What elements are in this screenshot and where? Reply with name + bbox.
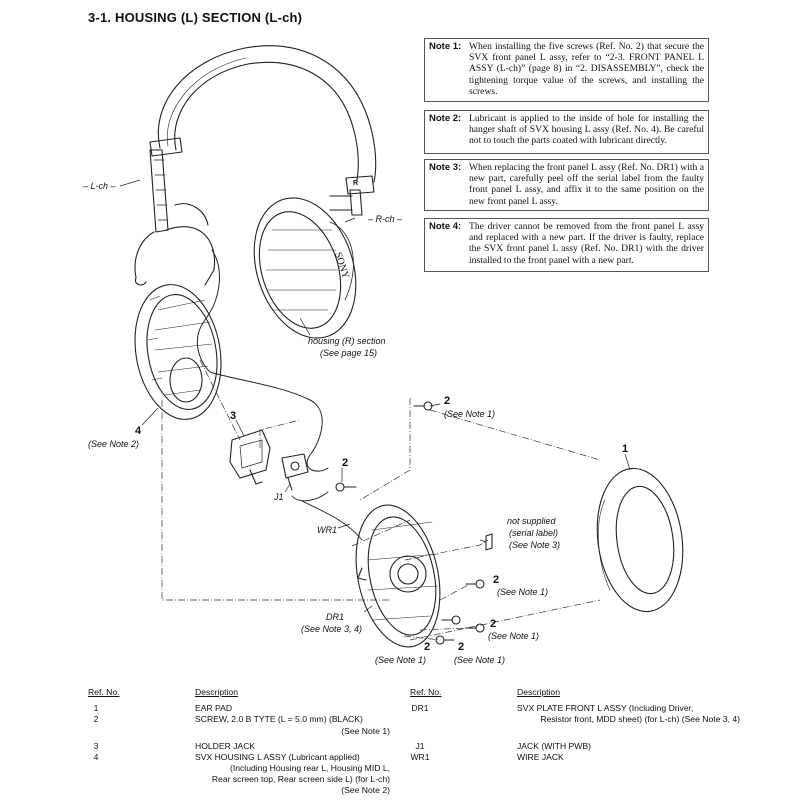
- label-see-note-3: (See Note 3): [509, 540, 561, 550]
- callout-2-jack: 2: [342, 457, 349, 469]
- callout-3: 3: [230, 410, 237, 422]
- label-dr1: DR1: [326, 612, 345, 622]
- jack-j1: [281, 453, 309, 491]
- desc-3: HOLDER JACK: [195, 741, 256, 751]
- leader-lines: [119, 179, 631, 613]
- headband: [149, 45, 377, 195]
- label-housing-r: housing (R) section: [308, 336, 386, 346]
- front-panel-dr1: [355, 504, 441, 648]
- right-desc-header: Description: [517, 687, 560, 697]
- label-j1: J1: [274, 492, 284, 502]
- callout-2-bottom-2: 2: [458, 641, 465, 653]
- note-1-label: Note 1:: [429, 41, 462, 52]
- note-4-text: The driver cannot be removed from the fr…: [469, 221, 704, 266]
- r-mark: R: [353, 180, 359, 187]
- desc-2: SCREW, 2.0 B TYTE (L = 5.0 mm) (BLACK): [195, 714, 363, 724]
- callout-1: 1: [622, 443, 629, 455]
- callout-2-top: 2: [444, 395, 451, 407]
- desc-dr1-line2: Resistor front, MDD sheet) (for L-ch) (S…: [540, 714, 740, 724]
- ref-3: 3: [93, 741, 99, 751]
- note-4-box: Note 4: The driver cannot be removed fro…: [424, 218, 709, 272]
- label-see-note-1-bottom-2: (See Note 1): [454, 655, 506, 665]
- housing-l: [134, 284, 222, 420]
- label-l-ch: – L-ch –: [83, 181, 116, 191]
- right-hanger: [329, 189, 363, 216]
- label-wr1: WR1: [317, 525, 337, 535]
- screws-right: [413, 401, 485, 645]
- label-serial-label: (serial label): [509, 528, 559, 538]
- page-title: 3-1. HOUSING (L) SECTION (L-ch): [88, 10, 303, 25]
- label-see-note-1-top: (See Note 1): [444, 409, 496, 419]
- ear-pad: [596, 467, 684, 613]
- desc-4: SVX HOUSING L ASSY (Lubricant applied): [195, 752, 360, 762]
- label-see-note-1-bottom-1: (See Note 1): [375, 655, 427, 665]
- label-see-note-2: (See Note 2): [88, 439, 140, 449]
- note-3-text: When replacing the front panel L assy (R…: [469, 162, 704, 207]
- desc-1: EAR PAD: [195, 703, 233, 713]
- left-hanger-slider: [134, 149, 216, 286]
- wire-wr1: [291, 491, 363, 541]
- label-see-note-3-4: (See Note 3, 4): [301, 624, 363, 634]
- desc-wr1: WIRE JACK: [517, 752, 564, 762]
- note-3-label: Note 3:: [429, 162, 462, 173]
- left-ref-header: Ref. No.: [88, 687, 120, 697]
- left-desc-header: Description: [195, 687, 238, 697]
- desc-4-line2: (Including Housing rear L, Housing MID L…: [229, 763, 390, 773]
- note-2-label: Note 2:: [429, 113, 462, 124]
- desc-2-note: (See Note 1): [341, 726, 390, 736]
- right-ref-header: Ref. No.: [410, 687, 442, 697]
- note-2-box: Note 2: Lubricant is applied to the insi…: [424, 110, 709, 154]
- note-4-label: Note 4:: [429, 221, 462, 232]
- ref-dr1: DR1: [411, 703, 429, 713]
- note-1-box: Note 1: When installing the five screws …: [424, 38, 709, 102]
- desc-4-line3: Rear screen top, Rear screen side L) (fo…: [211, 774, 390, 784]
- label-r-ch: – R-ch –: [368, 214, 403, 224]
- note-2-text: Lubricant is applied to the inside of ho…: [469, 113, 704, 147]
- ref-1: 1: [93, 703, 99, 713]
- guide-lines: [161, 359, 601, 641]
- label-not-supplied: not supplied: [507, 516, 556, 526]
- ref-2: 2: [93, 714, 99, 724]
- desc-dr1: SVX PLATE FRONT L ASSY (Including Driver…: [517, 703, 694, 713]
- label-see-note-1-right-2: (See Note 1): [488, 631, 540, 641]
- callout-2-bottom-1: 2: [424, 641, 431, 653]
- screw-jack: [335, 482, 357, 492]
- note-3-box: Note 3: When replacing the front panel L…: [424, 159, 709, 211]
- label-see-note-1-right-1: (See Note 1): [497, 587, 549, 597]
- callout-2-right-1: 2: [493, 574, 500, 586]
- ref-4: 4: [93, 752, 99, 762]
- desc-j1: JACK (WITH PWB): [517, 741, 591, 751]
- serial-label: [485, 533, 493, 551]
- right-earcup: [253, 197, 357, 339]
- callout-4: 4: [135, 425, 142, 437]
- holder-jack: [229, 429, 271, 485]
- ref-j1: J1: [415, 741, 425, 751]
- callout-2-right-2: 2: [490, 618, 497, 630]
- note-1-text: When installing the five screws (Ref. No…: [469, 41, 704, 97]
- label-see-page-15: (See page 15): [320, 348, 378, 358]
- ref-wr1: WR1: [410, 752, 430, 762]
- desc-4-note: (See Note 2): [341, 785, 390, 795]
